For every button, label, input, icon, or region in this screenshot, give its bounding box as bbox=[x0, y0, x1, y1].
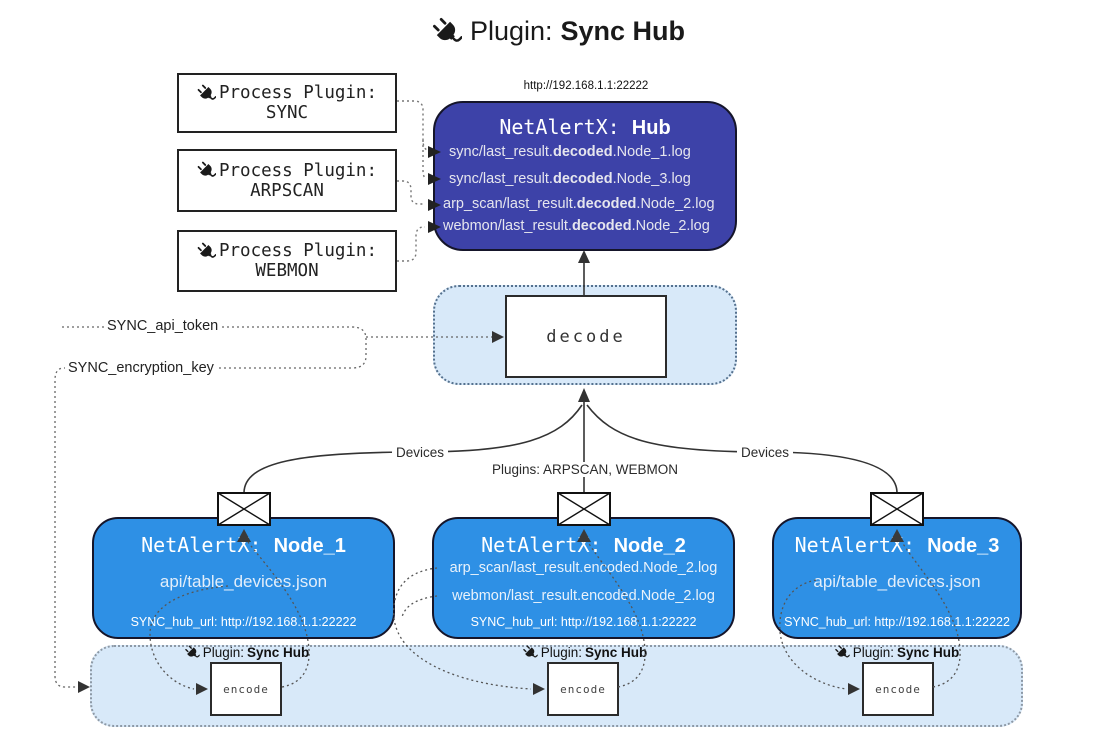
hub-log-line: sync/last_result.decoded.Node_3.log bbox=[435, 171, 735, 187]
plugin-to-hub-connectors bbox=[397, 100, 428, 262]
log-bold: decoded bbox=[576, 196, 637, 212]
process-plugin-box-sync: Process Plugin: SYNC bbox=[177, 73, 397, 133]
process-plugin-label: Process Plugin: bbox=[218, 160, 378, 181]
hub-box: NetAlertX: Hub sync/last_result.decoded.… bbox=[433, 101, 737, 251]
process-plugin-box-webmon: Process Plugin: WEBMON bbox=[177, 230, 397, 292]
log-bold: decoded bbox=[552, 171, 613, 187]
devices-left-label: Devices bbox=[391, 445, 449, 460]
node-file-line: api/table_devices.json bbox=[813, 572, 981, 591]
process-plugin-name: SYNC bbox=[265, 103, 309, 123]
log-pre: webmon/last_result. bbox=[443, 218, 572, 234]
plugins-center-label: Plugins: ARPSCAN, WEBMON bbox=[487, 462, 683, 477]
plug-icon bbox=[185, 645, 200, 658]
process-plugin-sync-row: Process Plugin: bbox=[197, 83, 377, 103]
process-plugin-name: ARPSCAN bbox=[250, 180, 324, 201]
node-title-name: Node_1 bbox=[273, 535, 346, 557]
log-bold: decoded bbox=[571, 218, 632, 234]
node-to-decode-curves bbox=[243, 402, 898, 494]
log-post: .Node_1.log bbox=[612, 144, 691, 160]
log-bold: decoded bbox=[552, 144, 613, 160]
encoder-label-3: Plugin: Sync Hub bbox=[835, 645, 960, 660]
process-plugin-name: WEBMON bbox=[255, 261, 319, 281]
arrow-into-decode-panel bbox=[578, 388, 590, 402]
node-title-name: Node_3 bbox=[927, 535, 1000, 557]
encoder-label-prefix: Plugin: bbox=[540, 645, 583, 660]
decode-box: decode bbox=[505, 295, 667, 378]
arrow-into-encode-bar bbox=[78, 681, 90, 693]
plug-icon bbox=[197, 161, 216, 177]
title-name: Sync Hub bbox=[560, 16, 686, 46]
node-sync-hub-url: SYNC_hub_url: http://192.168.1.1:22222 bbox=[470, 615, 697, 629]
log-post: .Node_3.log bbox=[612, 171, 691, 187]
hub-log-line: arp_scan/last_result.decoded.Node_2.log bbox=[435, 196, 735, 212]
node-title-name: Node_2 bbox=[613, 535, 686, 557]
node-file-line: webmon/last_result.encoded.Node_2.log bbox=[452, 588, 715, 604]
page-title: Plugin: Sync Hub bbox=[0, 16, 1117, 47]
process-plugin-label: Process Plugin: bbox=[218, 241, 378, 261]
process-plugin-webmon-row: Process Plugin: bbox=[197, 241, 377, 261]
sync-api-token-label: SYNC_api_token bbox=[104, 318, 222, 334]
plug-icon bbox=[197, 84, 216, 100]
encoder-label-2: Plugin: Sync Hub bbox=[523, 645, 648, 660]
encode-label: encode bbox=[875, 682, 921, 696]
log-pre: sync/last_result. bbox=[449, 144, 553, 160]
sync-encryption-key-label: SYNC_encryption_key bbox=[65, 360, 217, 376]
plug-icon bbox=[197, 242, 216, 258]
hub-title: NetAlertX: Hub bbox=[435, 115, 735, 140]
node-title-prefix: NetAlertX: bbox=[481, 533, 602, 557]
node-file-line: api/table_devices.json bbox=[159, 572, 328, 591]
plug-icon bbox=[835, 645, 850, 658]
hub-title-prefix: NetAlertX: bbox=[499, 115, 620, 139]
hub-url: http://192.168.1.1:22222 bbox=[523, 80, 649, 92]
log-post: .Node_2.log bbox=[636, 196, 715, 212]
encoder-label-name: Sync Hub bbox=[585, 645, 648, 660]
node-sync-hub-url: SYNC_hub_url: http://192.168.1.1:22222 bbox=[130, 615, 357, 629]
plug-icon bbox=[523, 645, 538, 658]
encoder-label-name: Sync Hub bbox=[247, 645, 310, 660]
node-title-prefix: NetAlertX: bbox=[141, 533, 262, 557]
hub-log-line: webmon/last_result.decoded.Node_2.log bbox=[435, 218, 735, 234]
encoder-label-1: Plugin: Sync Hub bbox=[185, 645, 310, 660]
encoder-label-prefix: Plugin: bbox=[202, 645, 245, 660]
node-title: NetAlertX: Node_3 bbox=[774, 533, 1020, 558]
devices-right-label: Devices bbox=[736, 445, 794, 460]
encoder-label-prefix: Plugin: bbox=[852, 645, 895, 660]
encode-box-1: encode bbox=[210, 662, 282, 716]
node-title: NetAlertX: Node_1 bbox=[94, 533, 393, 558]
decode-label: decode bbox=[546, 326, 626, 347]
encode-label: encode bbox=[223, 682, 269, 696]
log-post: .Node_2.log bbox=[631, 218, 710, 234]
node-3-box: NetAlertX: Node_3 api/table_devices.json… bbox=[772, 517, 1022, 639]
process-plugin-label: Process Plugin: bbox=[218, 83, 378, 103]
node-file-line: arp_scan/last_result.encoded.Node_2.log bbox=[449, 560, 718, 576]
encode-box-3: encode bbox=[862, 662, 934, 716]
encoder-label-name: Sync Hub bbox=[897, 645, 960, 660]
process-plugin-arpscan-row: Process Plugin: bbox=[197, 161, 377, 181]
node-title-prefix: NetAlertX: bbox=[794, 533, 916, 557]
node-sync-hub-url: SYNC_hub_url: http://192.168.1.1:22222 bbox=[784, 615, 1010, 629]
node-1-box: NetAlertX: Node_1 api/table_devices.json… bbox=[92, 517, 395, 639]
node-2-box: NetAlertX: Node_2 arp_scan/last_result.e… bbox=[432, 517, 735, 639]
title-prefix: Plugin: bbox=[469, 16, 553, 46]
encode-label: encode bbox=[560, 682, 606, 696]
plug-icon bbox=[432, 17, 462, 42]
node-title: NetAlertX: Node_2 bbox=[434, 533, 733, 558]
hub-title-name: Hub bbox=[631, 117, 671, 139]
encode-box-2: encode bbox=[547, 662, 619, 716]
log-pre: arp_scan/last_result. bbox=[443, 196, 577, 212]
hub-log-line: sync/last_result.decoded.Node_1.log bbox=[435, 144, 735, 160]
process-plugin-box-arpscan: Process Plugin: ARPSCAN bbox=[177, 149, 397, 212]
log-pre: sync/last_result. bbox=[449, 171, 553, 187]
